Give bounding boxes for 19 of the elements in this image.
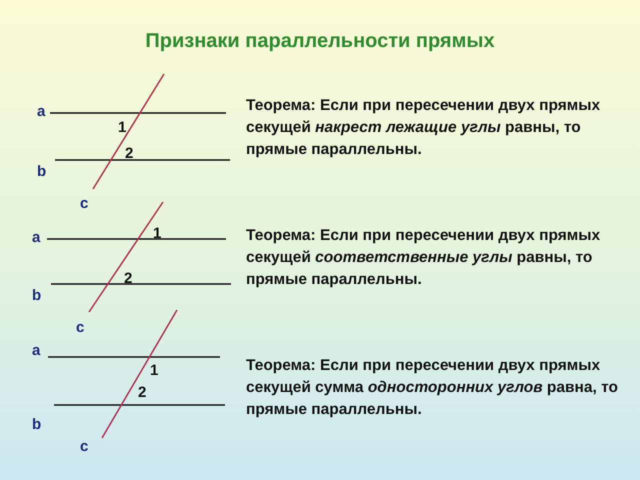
line-label: c xyxy=(80,196,88,211)
angle-number: 2 xyxy=(138,385,146,400)
angle-number: 1 xyxy=(153,226,162,241)
line-label: b xyxy=(32,288,42,303)
theorem-text: Теорема: Если при пересечении двух прямых секущей соответственные углы равны, то прямые параллельны. xyxy=(246,226,602,290)
line-label: a xyxy=(32,343,40,358)
angle-number: 1 xyxy=(150,363,158,378)
line-label: b xyxy=(32,417,42,432)
theorem-text: Теорема: Если при пересечении двух прямых секущей сумма односторонних углов равна, то прямые параллельны. xyxy=(246,356,619,420)
line-label: c xyxy=(76,320,84,335)
line-label: b xyxy=(37,164,46,179)
angle-number: 1 xyxy=(118,120,126,135)
line-label: a xyxy=(32,230,40,245)
title: Признаки параллельности прямых xyxy=(144,30,496,53)
angle-number: 2 xyxy=(124,271,132,286)
theorem-text: Теорема: Если при пересечении двух прямых секущей накрест лежащие углы равны, то прямые параллельны. xyxy=(246,96,602,160)
angle-number: 2 xyxy=(125,146,134,161)
line-label: a xyxy=(37,104,46,119)
line-label: c xyxy=(80,439,88,454)
